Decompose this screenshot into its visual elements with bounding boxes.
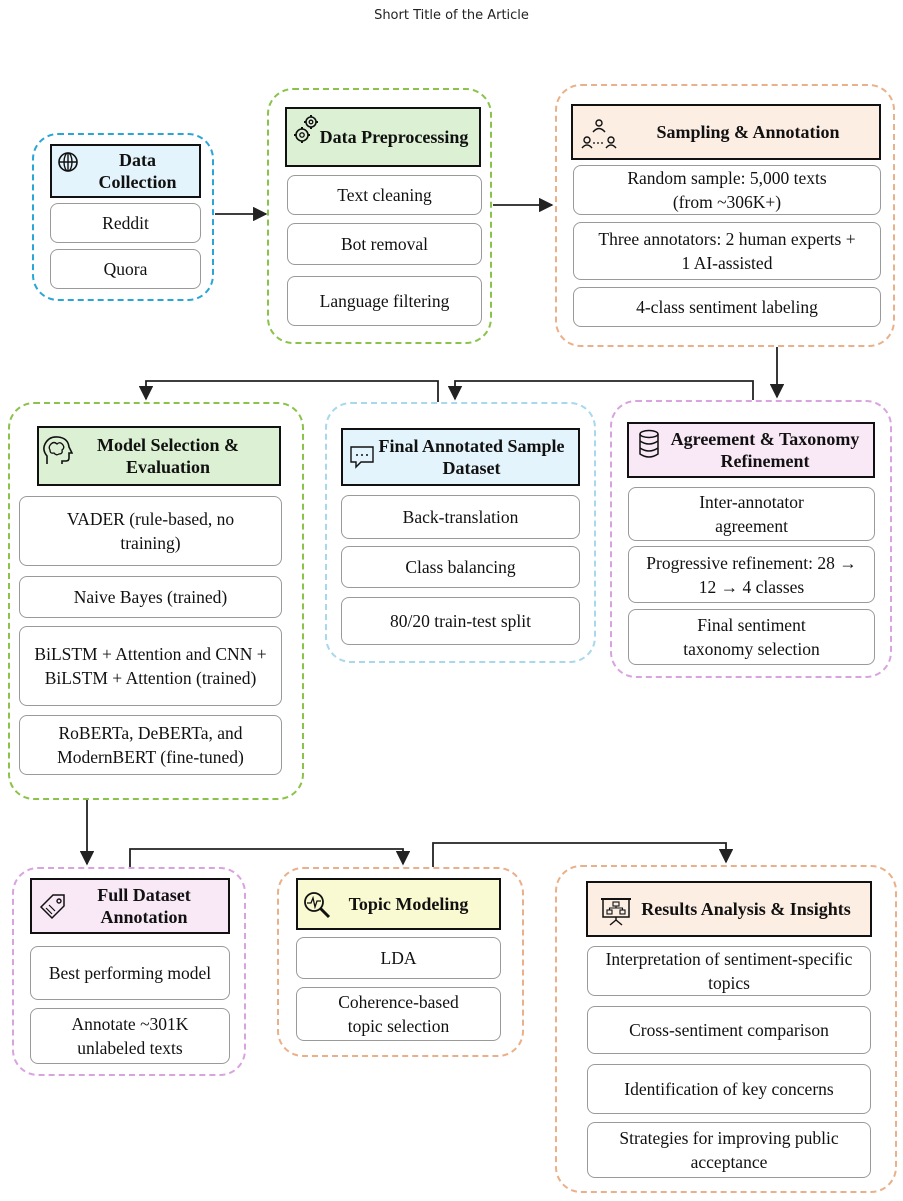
topic-modeling-title: Topic Modeling xyxy=(296,878,501,930)
model-selection-item: VADER (rule-based, no training) xyxy=(19,496,282,566)
sampling-title-text: Sampling & Annotation xyxy=(656,122,840,142)
final-dataset-item: Back-translation xyxy=(341,495,580,539)
sampling-item: 4-class sentiment labeling xyxy=(573,287,881,327)
full-annotation-item: Best performing model xyxy=(30,946,230,1000)
agreement-title: Agreement & Taxonomy Refinement xyxy=(627,422,875,478)
magnifier-icon xyxy=(304,892,331,919)
globe-icon xyxy=(58,152,78,172)
topic-modeling-item: LDA xyxy=(296,937,501,979)
data-collection-group xyxy=(32,133,214,301)
data-preprocessing-item: Bot removal xyxy=(287,223,482,265)
arrow-agreement-to-final-dataset xyxy=(447,380,754,401)
sampling-title: Sampling & Annotation xyxy=(571,104,881,160)
agreement-group xyxy=(610,400,892,678)
chat-bubble-icon xyxy=(350,446,374,469)
sampling-item: Random sample: 5,000 texts (from ~306K+) xyxy=(573,165,881,215)
data-collection-item: Reddit xyxy=(50,203,201,243)
results-item: Interpretation of sentiment-specific top… xyxy=(587,946,871,996)
final-dataset-title-text: Final Annotated Sample Dataset xyxy=(378,436,565,478)
results-title-text: Results Analysis & Insights xyxy=(641,899,851,919)
tag-icon xyxy=(39,894,65,920)
page-header: Short Title of the Article xyxy=(374,8,529,23)
arrow-final-dataset-to-model-selection xyxy=(138,380,439,402)
brain-head-icon xyxy=(43,436,73,464)
sampling-item: Three annotators: 2 human experts + 1 AI… xyxy=(573,222,881,280)
agreement-item: Inter-annotator agreement xyxy=(628,487,875,541)
final-dataset-item: 80/20 train-test split xyxy=(341,597,580,645)
model-selection-item: BiLSTM + Attention and CNN + BiLSTM + At… xyxy=(19,626,282,706)
data-preprocessing-title: Data Preprocessing xyxy=(285,107,481,167)
arrow-full-annotation-to-topic-modeling xyxy=(129,848,411,867)
topic-modeling-item: Coherence-based topic selection xyxy=(296,987,501,1041)
results-item: Cross-sentiment comparison xyxy=(587,1006,871,1054)
agreement-title-text: Agreement & Taxonomy Refinement xyxy=(670,429,860,471)
data-collection-title-text: Data Collection xyxy=(98,150,177,192)
final-dataset-item: Class balancing xyxy=(341,546,580,588)
database-icon xyxy=(639,429,659,458)
data-collection-item: Quora xyxy=(50,249,201,289)
presentation-icon xyxy=(601,898,631,926)
data-collection-title: Data Collection xyxy=(50,144,201,198)
results-item: Strategies for improving public acceptan… xyxy=(587,1122,871,1178)
data-preprocessing-item: Language filtering xyxy=(287,276,482,326)
model-selection-item: Naive Bayes (trained) xyxy=(19,576,282,618)
data-preprocessing-title-text: Data Preprocessing xyxy=(319,127,469,147)
model-selection-title-text: Model Selection & Evaluation xyxy=(97,435,239,477)
model-selection-item: RoBERTa, DeBERTa, and ModernBERT (fine-t… xyxy=(19,715,282,775)
topic-modeling-group xyxy=(277,867,524,1057)
results-title: Results Analysis & Insights xyxy=(586,881,872,937)
results-item: Identification of key concerns xyxy=(587,1064,871,1114)
final-dataset-group xyxy=(325,402,596,663)
model-selection-title: Model Selection & Evaluation xyxy=(37,426,281,486)
arrow-topic-modeling-to-results xyxy=(432,842,734,867)
model-selection-group xyxy=(8,402,304,800)
topic-modeling-title-text: Topic Modeling xyxy=(348,894,469,914)
full-annotation-title-text: Full Dataset Annotation xyxy=(97,885,191,927)
sampling-group xyxy=(555,84,895,347)
agreement-item: Progressive refinement: 28 → 12 → 4 clas… xyxy=(628,546,875,603)
full-annotation-item: Annotate ~301K unlabeled texts xyxy=(30,1008,230,1064)
data-preprocessing-item: Text cleaning xyxy=(287,175,482,215)
full-annotation-title: Full Dataset Annotation xyxy=(30,878,230,934)
people-network-icon xyxy=(581,119,617,149)
final-dataset-title: Final Annotated Sample Dataset xyxy=(341,428,580,486)
gears-icon xyxy=(294,115,318,143)
full-annotation-group xyxy=(12,867,246,1076)
data-preprocessing-group xyxy=(267,88,492,344)
agreement-item: Final sentiment taxonomy selection xyxy=(628,609,875,665)
